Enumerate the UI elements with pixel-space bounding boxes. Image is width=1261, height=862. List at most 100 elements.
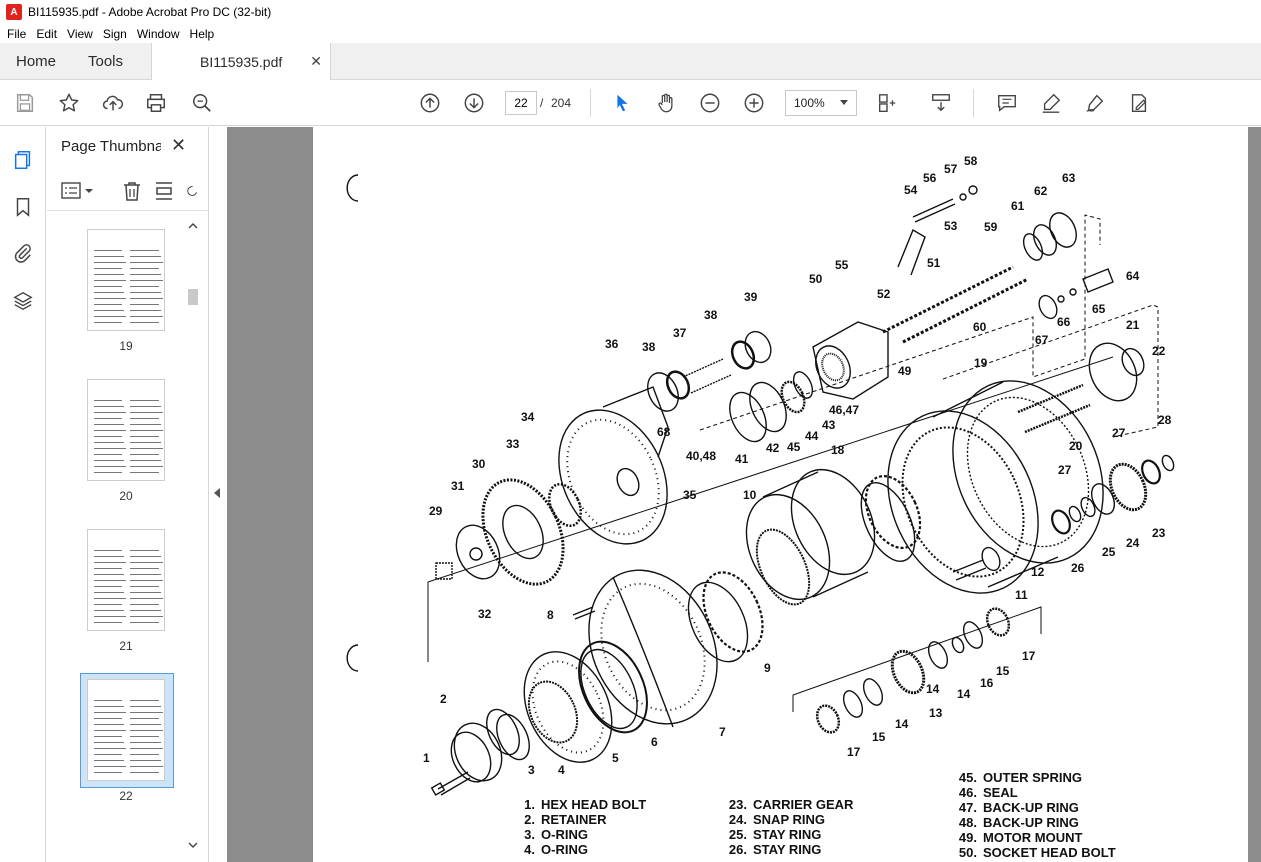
- sign-pen-icon[interactable]: [1082, 90, 1108, 116]
- pointer-icon[interactable]: [609, 90, 635, 116]
- highlight-pen-icon[interactable]: [1038, 90, 1064, 116]
- upload-icon[interactable]: [100, 90, 126, 116]
- thumbnail-text-line: [130, 268, 159, 269]
- zoom-search-icon[interactable]: [189, 90, 215, 116]
- document-view[interactable]: 1 2 3 4 5 6 7 8 9 10 11 12 13 14 14 14 1…: [227, 127, 1261, 862]
- fill-sign-icon[interactable]: [1126, 90, 1152, 116]
- callout-28: 28: [1158, 413, 1172, 427]
- tab-tools[interactable]: Tools: [88, 53, 124, 70]
- thumbnail-page-number: 21: [119, 639, 133, 653]
- legend-item-text: STAY RING: [753, 827, 822, 842]
- tab-document[interactable]: BI115935.pdf ✕: [151, 43, 331, 81]
- callout-25: 25: [1102, 545, 1116, 559]
- arrow-down-circle-icon[interactable]: [461, 90, 487, 116]
- page-thumbnails-icon[interactable]: [10, 147, 36, 173]
- thumbnail-page-number: 22: [119, 789, 133, 803]
- thumbnail-text-line: [130, 556, 161, 557]
- callout-67: 67: [1035, 333, 1049, 347]
- thumbnail-text-line: [94, 736, 122, 737]
- minus-circle-icon[interactable]: [697, 90, 723, 116]
- thumbnail-text-line: [130, 604, 159, 605]
- delete-page-icon[interactable]: [121, 180, 143, 205]
- thumbnail-text-line: [130, 418, 159, 419]
- thumbnail-text-line: [130, 730, 163, 731]
- arrow-up-circle-icon[interactable]: [417, 90, 443, 116]
- layers-icon[interactable]: [10, 288, 36, 314]
- save-icon[interactable]: [12, 90, 38, 116]
- thumbnail-text-line: [130, 550, 159, 551]
- close-tab-icon[interactable]: ✕: [310, 53, 322, 69]
- callout-50: 50: [809, 272, 823, 286]
- total-pages: 204: [551, 96, 572, 110]
- thumbnail-text-line: [94, 448, 126, 449]
- thumbnail-text-line: [130, 586, 159, 587]
- menu-file[interactable]: File: [7, 26, 27, 41]
- menu-edit[interactable]: Edit: [36, 26, 58, 41]
- callout-13: 13: [929, 706, 943, 720]
- page-thumbnail[interactable]: [87, 529, 165, 631]
- panel-title: Page Thumbnails: [61, 138, 161, 155]
- scroll-mode-icon[interactable]: [928, 90, 954, 116]
- menu-sign[interactable]: Sign: [102, 26, 127, 41]
- callout-44: 44: [805, 429, 819, 443]
- callout-65: 65: [1092, 302, 1106, 316]
- bookmark-icon[interactable]: [10, 194, 36, 220]
- menu-view[interactable]: View: [67, 26, 93, 41]
- chevron-left-icon: [214, 488, 220, 498]
- legend-item-number: 46.: [958, 785, 977, 800]
- thumbnail-text-line: [94, 550, 122, 551]
- print-icon[interactable]: [143, 90, 169, 116]
- thumbnail-text-line: [130, 568, 159, 569]
- callout-31: 31: [451, 479, 465, 493]
- close-panel-icon[interactable]: ✕: [171, 135, 187, 155]
- thumbnail-scrollbar[interactable]: [186, 219, 200, 859]
- exploded-parts-diagram: 1 2 3 4 5 6 7 8 9 10 11 12 13 14 14 14 1…: [346, 154, 1175, 796]
- callout-17b: 17: [847, 745, 861, 759]
- legend-item: 3.O-RING: [513, 827, 588, 842]
- thumbnail-text-line: [130, 748, 163, 749]
- thumbnail-text-line: [94, 724, 124, 725]
- hand-icon[interactable]: [653, 90, 679, 116]
- menu-help[interactable]: Help: [189, 26, 215, 41]
- thumbnail-text-line: [94, 616, 126, 617]
- legend-item: 48.BACK-UP RING: [955, 815, 1079, 830]
- thumbnail-text-line: [130, 250, 159, 251]
- thumbnail-text-line: [94, 454, 122, 455]
- thumbnail-text-line: [130, 412, 163, 413]
- callout-39: 39: [744, 290, 758, 304]
- page-number-input[interactable]: [505, 91, 537, 115]
- thumbnail-text-line: [94, 262, 126, 263]
- insert-page-icon[interactable]: [153, 180, 175, 205]
- zoom-select[interactable]: 100%: [785, 90, 857, 116]
- thumbnail-text-line: [94, 748, 126, 749]
- thumbnail-text-line: [130, 286, 159, 287]
- page-thumbnail[interactable]: [87, 379, 165, 481]
- thumbnail-text-line: [130, 736, 159, 737]
- legend-item-number: 25.: [728, 827, 747, 842]
- panel-collapse-handle[interactable]: [209, 127, 227, 862]
- page-thumbnail[interactable]: [87, 679, 165, 781]
- plus-circle-icon[interactable]: [741, 90, 767, 116]
- thumbnail-text-line: [94, 442, 124, 443]
- comment-icon[interactable]: [994, 90, 1020, 116]
- callout-2: 2: [440, 692, 447, 706]
- menu-window[interactable]: Window: [136, 26, 180, 41]
- thumbnail-text-line: [94, 574, 124, 575]
- tab-home[interactable]: Home: [16, 53, 57, 70]
- callout-14a: 14: [957, 687, 971, 701]
- thumbnail-page-number: 20: [119, 489, 133, 503]
- fit-page-icon[interactable]: [874, 90, 900, 116]
- legend-item: 47.BACK-UP RING: [955, 800, 1079, 815]
- attachment-icon[interactable]: [10, 240, 36, 266]
- options-menu-icon[interactable]: [60, 180, 96, 205]
- legend-item-number: 49.: [958, 830, 977, 845]
- callout-42: 42: [766, 441, 780, 455]
- callout-3: 3: [528, 763, 535, 777]
- rotate-page-icon[interactable]: [185, 180, 199, 205]
- thumbnail-text-line: [130, 454, 159, 455]
- thumbnail-text-line: [94, 412, 126, 413]
- thumbnail-text-line: [94, 742, 124, 743]
- star-icon[interactable]: [56, 90, 82, 116]
- thumbnail-text-line: [130, 766, 163, 767]
- page-thumbnail[interactable]: [87, 229, 165, 331]
